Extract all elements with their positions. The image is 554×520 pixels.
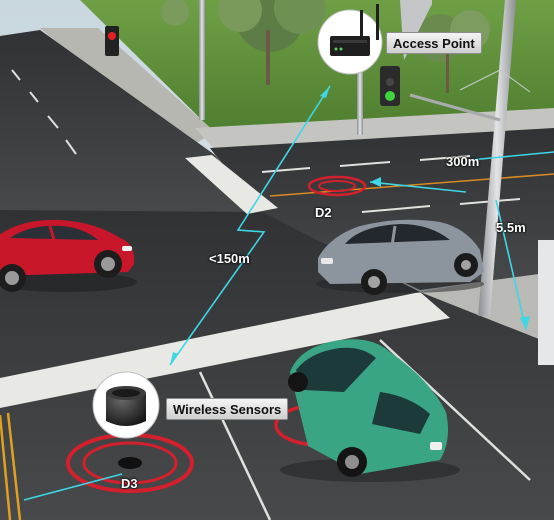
access-point-label: Access Point [386, 32, 482, 54]
wireless-links [23, 85, 554, 501]
wireless-sensors-label: Wireless Sensors [166, 398, 289, 420]
detector-d3-label: D3 [121, 476, 138, 491]
sidewalk-back-right [195, 108, 554, 150]
distance-pole-height-label: 5.5m [496, 220, 526, 235]
link-arrowheads [170, 86, 530, 365]
pole-arm-2 [409, 93, 501, 122]
access-point-bubble [317, 4, 383, 75]
signal-pole-back [199, 0, 205, 120]
silver-car [316, 219, 484, 295]
road-north [0, 30, 262, 218]
signal-cabinet [538, 240, 554, 365]
signal-pole-middle [357, 60, 363, 135]
teal-car [280, 339, 460, 482]
wireless-sensor-bubble [92, 371, 160, 439]
detector-d2-label: D2 [315, 205, 332, 220]
crosswalk-north [185, 155, 278, 214]
distance-ap-to-sensor-label: <150m [209, 251, 250, 266]
distance-detector-spacing-label: 300m [446, 154, 480, 169]
pole-antenna-wire [459, 69, 531, 93]
red-car [0, 219, 137, 292]
traffic-light-far [105, 26, 119, 56]
center-line-south [0, 412, 22, 520]
detector-d2-loop [307, 175, 367, 197]
sidewalk-back-left [40, 28, 215, 150]
